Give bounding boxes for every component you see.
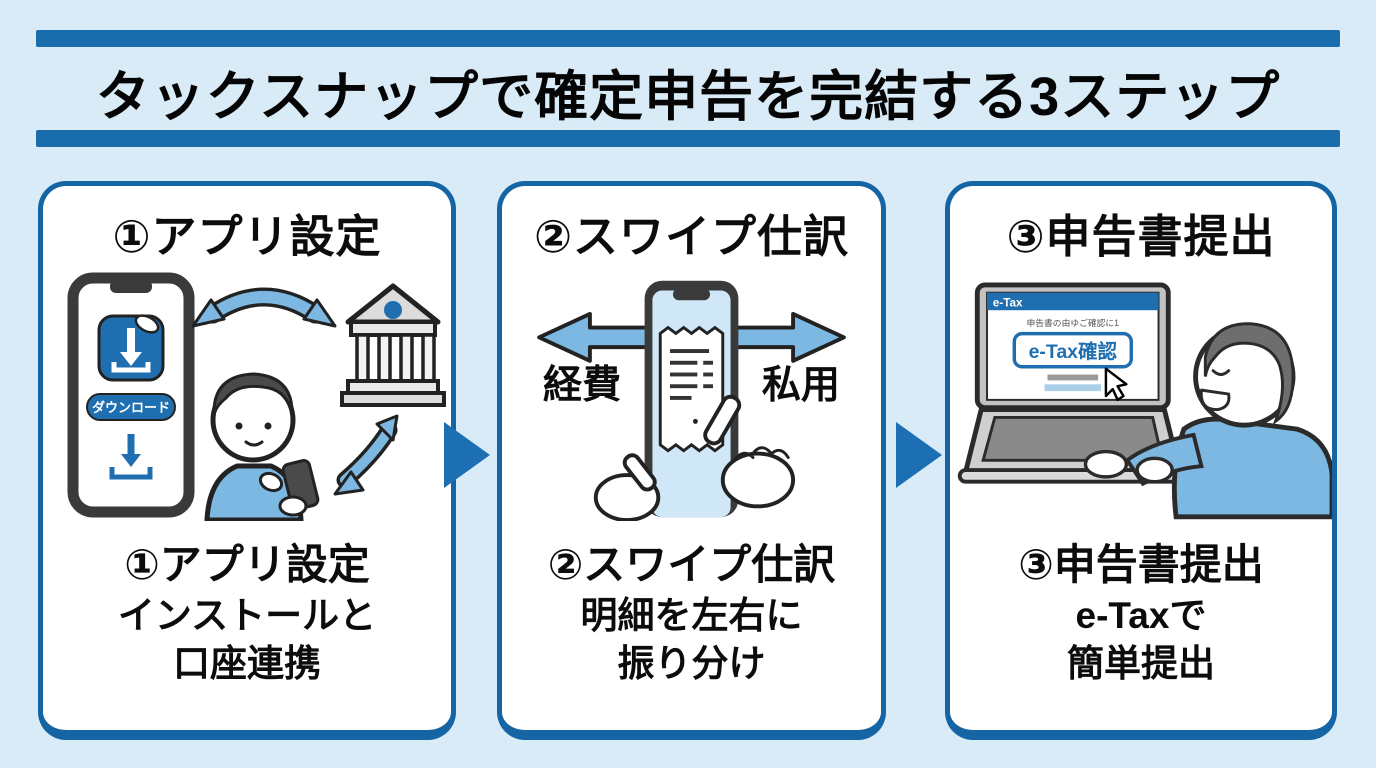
step-1-heading: ①アプリ設定 [112,211,382,262]
step-3-caption-line1: e-Taxで [1075,595,1207,636]
phone-notch [110,280,152,293]
sync-arrow-icon [191,287,337,328]
holding-hand-icon [593,453,661,521]
download-arrow-icon [109,434,153,480]
step-2-illustration: 経費 私用 [502,269,881,521]
laptop-icon: e-Tax 申告書の由ゆご確認に1 e-Tax確認 [974,282,1171,411]
svg-text:e-Tax確認: e-Tax確認 [1029,340,1118,363]
step-3-caption-line2: 簡単提出 [1067,643,1215,685]
person-at-laptop [1083,322,1332,520]
smiling-eye [1211,369,1231,376]
page-title: タックスナップで確定申告を完結する3ステップ [95,67,1281,127]
step-1-caption-line2: 口座連携 [173,643,321,685]
flow-arrow-2-icon [896,422,942,488]
swipe-sort-illustration: 経費 私用 [537,280,846,521]
hair [1203,322,1295,425]
private-label: 私用 [762,364,840,407]
step-card-etax-submit: ③申告書提出 e-Tax 申告書の由ゆご確認に1 e-Tax確認 [945,181,1337,740]
bank-icon [340,283,446,407]
hand-icon [1083,449,1129,479]
step-1-caption-title: ①アプリ設定 [124,541,370,588]
download-pill: ダウンロード [86,393,176,421]
swipe-left-arrow-icon [537,311,651,363]
step-card-swipe-sort: ②スワイプ仕訳 経費 私用 [497,181,886,740]
etax-confirm-button: e-Tax確認 [1012,331,1133,369]
etax-titlebar-label: e-Tax [993,296,1023,309]
laptop-keyboard [957,407,1190,484]
expense-label: 経費 [543,364,621,407]
step-2-caption-line2: 振り分け [617,643,766,685]
top-rule-bar [36,30,1340,47]
step-1-illustration: ダウンロード [43,269,451,521]
etax-submit-illustration: e-Tax 申告書の由ゆご確認に1 e-Tax確認 [957,282,1332,520]
hair [212,372,294,415]
step-2-caption-line1: 明細を左右に [580,595,803,636]
hand-icon [134,314,160,334]
step-card-app-setup: ①アプリ設定 ダウンロード [38,181,456,740]
screen-notice-text: 申告書の由ゆご確認に1 [1027,317,1120,328]
step-2-heading: ②スワイプ仕訳 [533,211,850,262]
swipe-right-arrow-icon [732,311,846,363]
step-3-illustration: e-Tax 申告書の由ゆご確認に1 e-Tax確認 [950,269,1332,521]
svg-text:ダウンロード: ダウンロード [92,400,170,415]
open-mouth [1199,388,1231,412]
cursor-icon [1104,367,1128,402]
person-with-phone [204,372,320,521]
app-setup-illustration: ダウンロード [67,272,446,521]
step-2-caption-title: ②スワイプ仕訳 [547,541,836,588]
hand-icon [1135,456,1174,484]
middle-rule-bar [36,130,1340,147]
download-app-icon [97,314,165,382]
receipt-icon [658,325,725,453]
diagonal-sync-arrow-icon [333,414,399,496]
phone-notch [672,288,711,301]
step-1-caption-line1: インストールと [117,595,377,636]
etax-titlebar [987,292,1159,311]
step-3-caption-title: ③申告書提出 [1018,541,1264,588]
flow-arrow-1-icon [444,422,490,488]
step-3-heading: ③申告書提出 [1006,211,1276,262]
pointing-hand-icon [703,394,796,509]
